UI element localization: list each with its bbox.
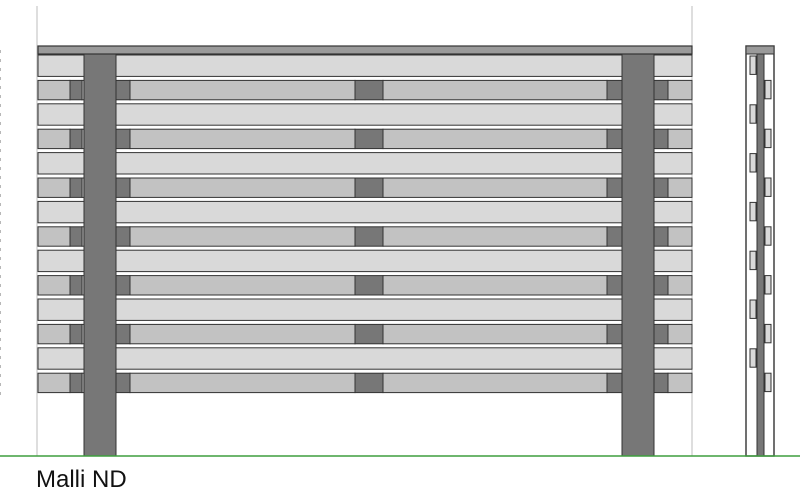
side-board (749, 348, 757, 368)
back-board-segment (37, 128, 71, 150)
side-board (749, 250, 757, 271)
back-board-segment (129, 128, 356, 150)
spacer-block (606, 275, 623, 296)
side-board (764, 177, 772, 197)
spacer-block (69, 275, 83, 296)
side-board (764, 128, 772, 149)
spacer-block (115, 372, 131, 394)
spacer-block (653, 177, 669, 198)
spacer-block (115, 177, 131, 198)
back-board-segment (382, 372, 608, 394)
back-board-segment (37, 323, 71, 345)
side-board (764, 226, 772, 246)
spacer-block (115, 128, 131, 150)
back-board-segment (129, 226, 356, 247)
spacer-block (354, 372, 384, 394)
spacer-block (606, 128, 623, 150)
left-post (83, 51, 117, 457)
spacer-block (606, 226, 623, 247)
spacer-block (69, 177, 83, 198)
spacer-block (69, 79, 83, 101)
front-board (37, 249, 693, 273)
spacer-block (653, 275, 669, 296)
side-board (764, 372, 772, 393)
back-board-segment (382, 226, 608, 247)
top-rail (37, 45, 693, 55)
back-board-segment (667, 79, 693, 101)
side-board (749, 55, 757, 75)
front-board (37, 200, 693, 224)
spacer-block (606, 177, 623, 198)
front-board (37, 347, 693, 370)
back-board-segment (129, 275, 356, 296)
spacer-block (69, 128, 83, 150)
side-cap (745, 45, 775, 55)
back-board-segment (37, 275, 71, 296)
model-caption: Malli ND (36, 466, 127, 493)
back-board-segment (667, 275, 693, 296)
side-post (756, 53, 765, 457)
spacer-block (115, 79, 131, 101)
spacer-block (354, 323, 384, 345)
back-board-segment (382, 275, 608, 296)
front-board (37, 152, 693, 175)
spacer-block (69, 323, 83, 345)
side-board (764, 323, 772, 344)
side-board (749, 299, 757, 319)
spacer-block (115, 323, 131, 345)
spacer-block (606, 79, 623, 101)
side-board (749, 201, 757, 222)
side-board (749, 104, 757, 124)
spacer-block (653, 226, 669, 247)
spacer-block (606, 323, 623, 345)
side-board (764, 275, 772, 295)
spacer-block (354, 226, 384, 247)
spacer-block (653, 128, 669, 150)
spacer-block (653, 79, 669, 101)
spacer-block (69, 372, 83, 394)
front-board (37, 54, 693, 77)
back-board-segment (129, 323, 356, 345)
spacer-block (354, 177, 384, 198)
back-board-segment (667, 226, 693, 247)
side-board (764, 79, 772, 100)
back-board-segment (129, 372, 356, 394)
back-board-segment (382, 323, 608, 345)
back-board-segment (382, 177, 608, 198)
spacer-block (354, 128, 384, 150)
spacer-block (606, 372, 623, 394)
fence-posts (83, 51, 655, 457)
side-section-view (745, 45, 775, 457)
back-board-segment (129, 79, 356, 101)
back-board-segment (37, 372, 71, 394)
spacer-block (653, 323, 669, 345)
right-post (621, 51, 655, 457)
spacer-block (354, 275, 384, 296)
back-board-segment (667, 177, 693, 198)
spacer-block (69, 226, 83, 247)
back-board-segment (667, 323, 693, 345)
front-board (37, 298, 693, 321)
top-cap-rail (37, 45, 693, 55)
front-board (37, 103, 693, 126)
back-board-segment (37, 226, 71, 247)
back-board-segment (129, 177, 356, 198)
back-board-segment (37, 79, 71, 101)
spacer-block (115, 226, 131, 247)
spacer-block (653, 372, 669, 394)
back-board-segment (667, 128, 693, 150)
front-boards (37, 54, 693, 370)
back-board-segment (667, 372, 693, 394)
back-board-segment (37, 177, 71, 198)
spacer-block (354, 79, 384, 101)
back-board-segment (382, 128, 608, 150)
spacer-block (115, 275, 131, 296)
side-board (749, 153, 757, 173)
back-board-segment (382, 79, 608, 101)
